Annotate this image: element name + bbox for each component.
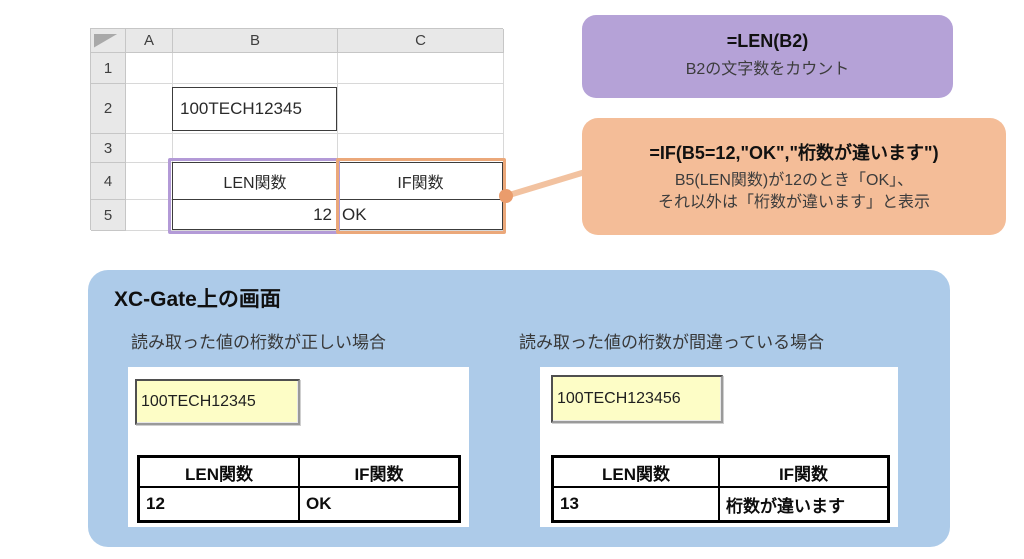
cell-c4[interactable]: IF関数 xyxy=(338,163,504,200)
cell-a4[interactable] xyxy=(126,163,173,200)
result-table-value-row: 13 桁数が違います xyxy=(554,488,887,520)
spreadsheet-grid: A B C 1 2 100TECH12345 3 4 LEN関数 IF関数 5 … xyxy=(90,28,504,231)
if-formula-callout: =IF(B5=12,"OK","桁数が違います") B5(LEN関数)が12のと… xyxy=(582,118,1006,235)
len-formula-callout: =LEN(B2) B2の文字数をカウント xyxy=(582,15,953,98)
result-table-value-row: 12 OK xyxy=(140,488,458,520)
cell-b5[interactable]: 12 xyxy=(173,200,338,231)
cell-b1[interactable] xyxy=(173,53,338,84)
if-column-header: IF関数 xyxy=(720,458,887,488)
cell-a3[interactable] xyxy=(126,134,173,163)
len-column-header: LEN関数 xyxy=(554,458,720,488)
cell-b4[interactable]: LEN関数 xyxy=(173,163,338,200)
row-header-4[interactable]: 4 xyxy=(91,163,126,200)
column-header-b[interactable]: B xyxy=(173,29,338,53)
cell-c3[interactable] xyxy=(338,134,504,163)
row-header-5[interactable]: 5 xyxy=(91,200,126,231)
result-table: LEN関数 IF関数 13 桁数が違います xyxy=(551,455,890,523)
cell-a2[interactable] xyxy=(126,84,173,134)
cell-c2[interactable] xyxy=(338,84,504,134)
len-column-header: LEN関数 xyxy=(140,458,300,488)
len-formula: =LEN(B2) xyxy=(726,31,809,52)
column-header-a[interactable]: A xyxy=(126,29,173,53)
cell-c1[interactable] xyxy=(338,53,504,84)
cell-a1[interactable] xyxy=(126,53,173,84)
if-description-line2: それ以外は「桁数が違います」と表示 xyxy=(657,194,930,211)
row-header-3[interactable]: 3 xyxy=(91,134,126,163)
len-result-value: 13 xyxy=(554,488,720,520)
xcgate-title: XC-Gate上の画面 xyxy=(114,288,281,311)
select-all-corner[interactable] xyxy=(91,29,126,53)
result-table-header-row: LEN関数 IF関数 xyxy=(140,458,458,488)
row-header-1[interactable]: 1 xyxy=(91,53,126,84)
select-all-triangle-icon xyxy=(94,33,118,48)
row-header-2[interactable]: 2 xyxy=(91,84,126,134)
cell-b3[interactable] xyxy=(173,134,338,163)
xcgate-panel: XC-Gate上の画面 読み取った値の桁数が正しい場合 読み取った値の桁数が間違… xyxy=(88,270,950,547)
cell-b2[interactable]: 100TECH12345 xyxy=(173,84,338,134)
scanned-value-input[interactable]: 100TECH123456 xyxy=(551,375,723,423)
if-description-line1: B5(LEN関数)が12のとき「OK」、 xyxy=(674,171,914,189)
xcgate-screen-wrong: 100TECH123456 LEN関数 IF関数 13 桁数が違います xyxy=(540,367,898,527)
if-result-value: OK xyxy=(306,494,332,513)
cell-c5[interactable]: OK xyxy=(338,200,504,231)
if-formula: =IF(B5=12,"OK","桁数が違います") xyxy=(649,142,939,163)
cell-a5[interactable] xyxy=(126,200,173,231)
len-description: B2の文字数をカウント xyxy=(685,61,850,79)
case-wrong-label: 読み取った値の桁数が間違っている場合 xyxy=(519,333,825,352)
len-result-value: 12 xyxy=(140,488,300,520)
if-description: B5(LEN関数)が12のとき「OK」、 それ以外は「桁数が違います」と表示 xyxy=(658,170,930,215)
xcgate-screen-correct: 100TECH12345 LEN関数 IF関数 12 OK xyxy=(128,367,469,527)
result-table: LEN関数 IF関数 12 OK xyxy=(137,455,461,523)
result-table-header-row: LEN関数 IF関数 xyxy=(554,458,887,488)
column-header-c[interactable]: C xyxy=(338,29,504,53)
if-result-value: 桁数が違います xyxy=(726,496,845,516)
case-correct-label: 読み取った値の桁数が正しい場合 xyxy=(131,333,386,352)
scanned-value-input[interactable]: 100TECH12345 xyxy=(135,379,300,425)
if-column-header: IF関数 xyxy=(300,458,458,488)
